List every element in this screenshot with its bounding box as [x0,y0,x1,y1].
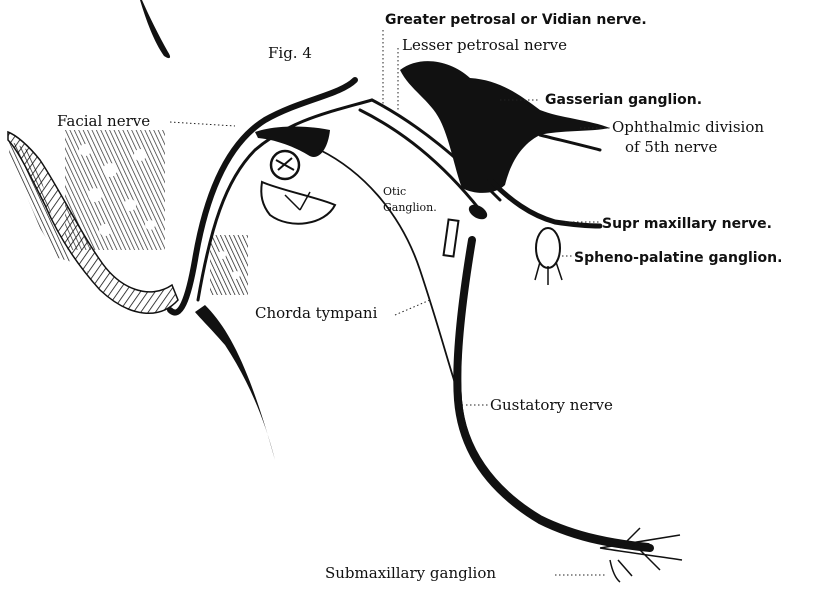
styloid-process [195,305,275,460]
label-lesser-petrosal: Lesser petrosal nerve [402,36,567,54]
nerve-fragment [444,219,459,256]
label-ophthalmic-2: of 5th nerve [625,138,718,156]
gustatory-nerve-path [457,240,650,548]
label-otic-1: Otic [383,185,406,198]
label-gustatory: Gustatory nerve [490,396,613,414]
mastoid-cells [65,130,165,250]
label-greater-petrosal: Greater petrosal or Vidian nerve. [385,12,647,28]
label-gasserian: Gasserian ganglion. [545,92,702,108]
submaxillary-ganglion [600,528,682,582]
label-ophthalmic-1: Ophthalmic division [612,118,764,136]
top-left-brush-mark [140,0,170,58]
gasserian-ganglion [400,61,610,193]
spheno-palatine-ganglion [535,228,562,285]
label-sup-maxillary: Supr maxillary nerve. [602,216,772,232]
label-chorda-tympani: Chorda tympani [255,304,378,322]
label-otic-2: Ganglion. [383,201,437,214]
label-spheno-palatine: Spheno-palatine ganglion. [574,250,782,266]
otic-ganglion [466,202,489,222]
label-facial: Facial nerve [57,112,150,130]
sup-maxillary-nerve [490,180,600,226]
inner-cells [210,235,248,295]
label-submaxillary: Submaxillary ganglion [325,564,496,582]
figure-title: Fig. 4 [268,44,312,62]
